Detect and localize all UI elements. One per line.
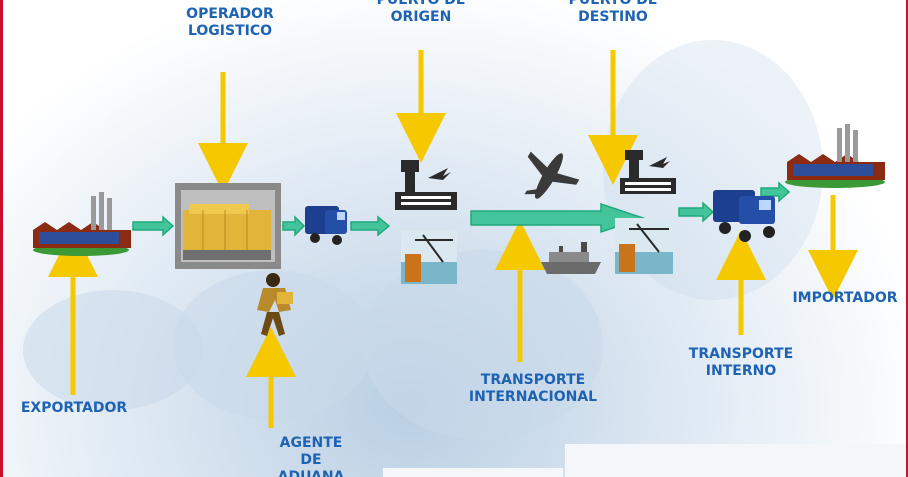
label-line: INTERNACIONAL <box>468 389 598 405</box>
label-line: DE <box>300 452 322 468</box>
airplane-icon <box>524 151 580 199</box>
factory-icon <box>785 124 885 188</box>
label-line: TRANSPORTE <box>688 346 794 362</box>
label-transporte-interno: TRANSPORTE INTERNO <box>679 346 803 380</box>
truck-icon <box>713 190 775 242</box>
label-line: PUERTO DE <box>376 0 466 8</box>
label-puerto-origen: PUERTO DE ORIGEN <box>361 0 481 26</box>
label-line: LOGISTICO <box>187 23 273 39</box>
airport-tower-icon <box>395 160 457 210</box>
flow-arrow <box>282 215 306 237</box>
label-line: OPERADOR <box>186 6 274 22</box>
label-line: PUERTO DE <box>568 0 658 8</box>
label-operador-logistico: OPERADOR LOGISTICO <box>165 6 295 40</box>
warehouse-photo-icon <box>175 183 281 269</box>
label-line: INTERNO <box>705 363 777 379</box>
port-crane-icon <box>401 230 457 284</box>
label-line: TRANSPORTE <box>480 372 586 388</box>
diagram-graphics <box>33 50 885 428</box>
factory-icon <box>33 192 131 256</box>
label-line: ADUANA <box>277 469 345 477</box>
label-line: AGENTE <box>279 435 343 451</box>
label-puerto-destino: PUERTO DE DESTINO <box>553 0 673 26</box>
label-transporte-internacional: TRANSPORTE INTERNACIONAL <box>455 372 611 406</box>
bottom-panel <box>383 468 563 477</box>
airport-tower-icon <box>620 150 676 194</box>
bottom-panel <box>565 444 906 477</box>
truck-icon <box>305 206 347 245</box>
label-importador: IMPORTADOR <box>792 290 898 306</box>
label-exportador: EXPORTADOR <box>20 400 128 416</box>
label-agente-aduana: AGENTE DE ADUANA <box>261 435 361 477</box>
flow-arrow <box>678 201 715 223</box>
flow-arrow <box>132 215 175 237</box>
ship-icon <box>541 242 601 274</box>
port-crane-icon <box>615 218 673 274</box>
pointer-arrows <box>48 50 858 428</box>
label-line: ORIGEN <box>390 9 452 25</box>
label-line: DESTINO <box>578 9 648 25</box>
customs-agent-icon <box>257 273 293 336</box>
flow-arrow <box>350 215 391 237</box>
